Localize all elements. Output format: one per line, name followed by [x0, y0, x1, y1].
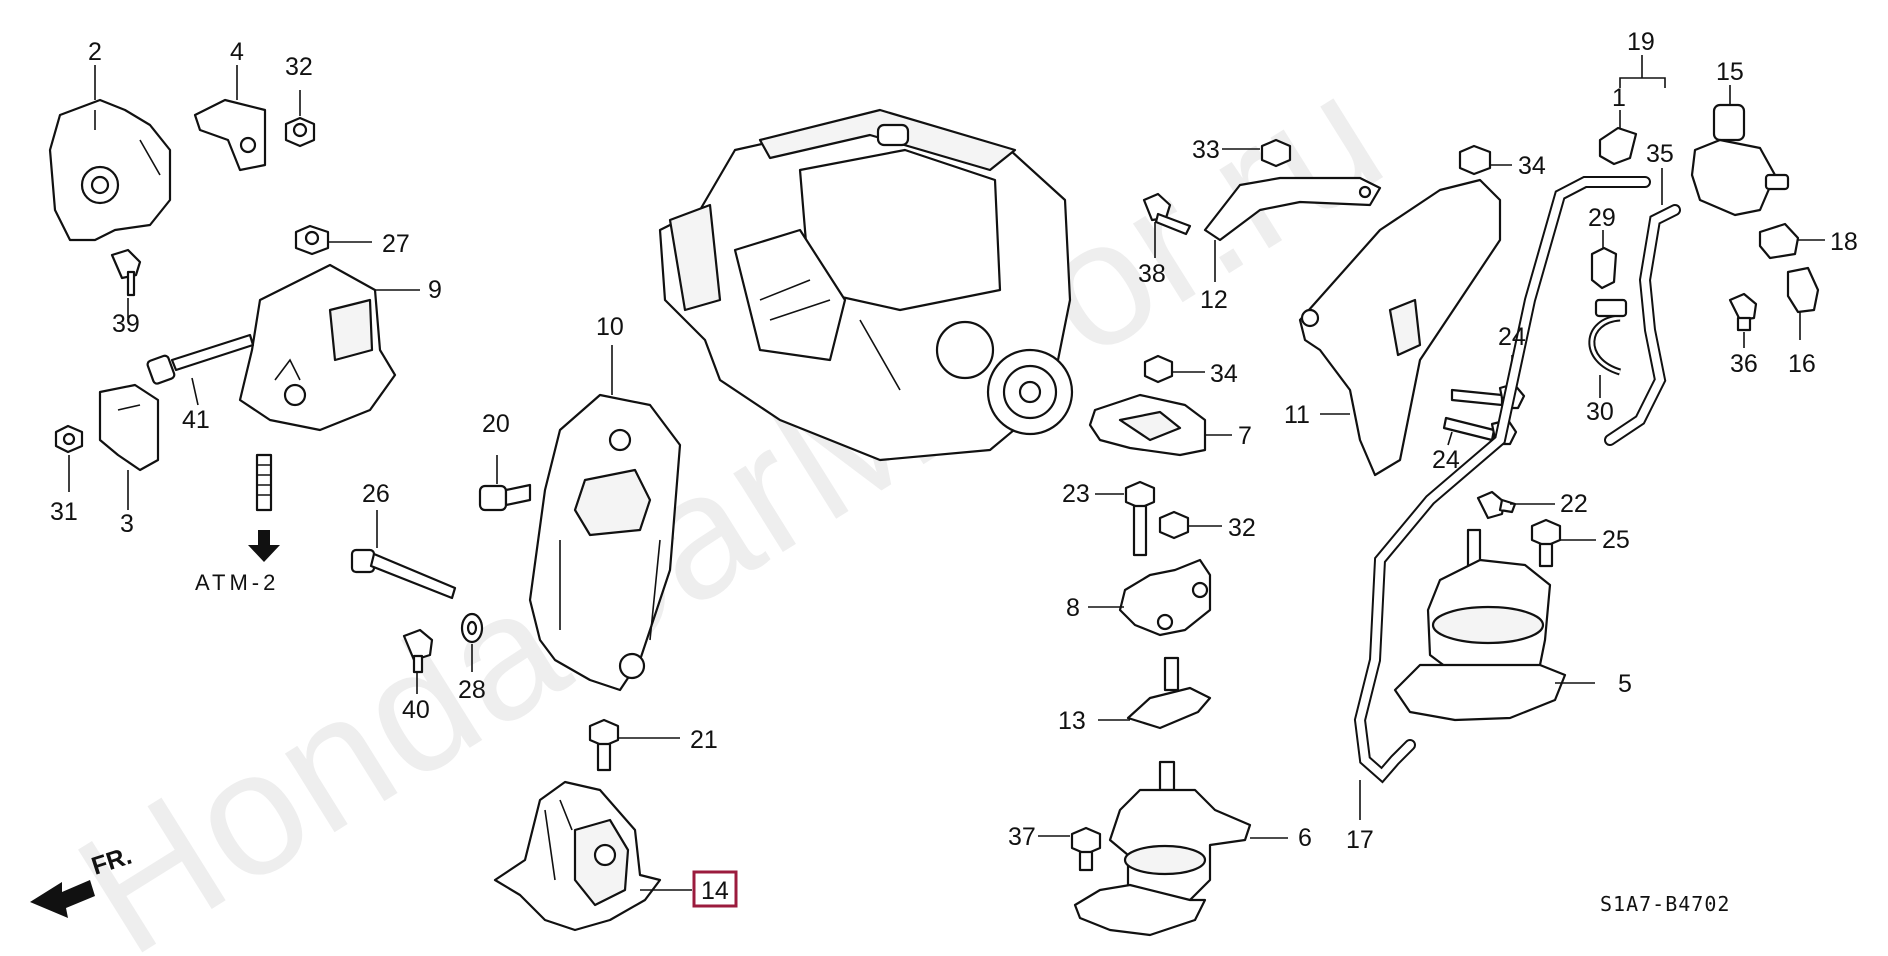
part-30-clamp[interactable]	[1588, 298, 1628, 376]
part-23-bolt[interactable]	[1124, 480, 1156, 557]
label-part-14[interactable]: 14	[701, 877, 729, 905]
label-part-29[interactable]: 29	[1588, 204, 1616, 232]
label-part-39[interactable]: 39	[112, 310, 140, 338]
label-part-6[interactable]: 6	[1298, 824, 1312, 852]
part-32-nut-center[interactable]	[1158, 510, 1190, 540]
part-16-bracket[interactable]	[1786, 266, 1820, 314]
label-part-1[interactable]: 1	[1612, 84, 1626, 112]
label-part-12[interactable]: 12	[1200, 286, 1228, 314]
part-10-bracket[interactable]	[528, 393, 682, 692]
part-29-clip[interactable]	[1590, 246, 1618, 290]
label-part-25[interactable]: 25	[1602, 526, 1630, 554]
label-part-19[interactable]: 19	[1627, 28, 1655, 56]
part-6-mount[interactable]	[1073, 760, 1252, 937]
down-arrow-icon	[248, 530, 280, 562]
part-41-bolt[interactable]	[146, 333, 255, 385]
part-36-bolt[interactable]	[1728, 292, 1758, 332]
part-8-bracket[interactable]	[1118, 558, 1212, 637]
label-part-24-upper[interactable]: 24	[1498, 323, 1526, 351]
part-7-bracket[interactable]	[1088, 393, 1207, 457]
part-4-bracket[interactable]	[193, 98, 267, 172]
part-27-nut[interactable]	[294, 224, 330, 256]
label-part-21[interactable]: 21	[690, 726, 718, 754]
label-part-7[interactable]: 7	[1238, 422, 1252, 450]
part-40-bolt[interactable]	[402, 628, 434, 674]
label-part-3[interactable]: 3	[120, 510, 134, 538]
part-15-valve[interactable]	[1690, 103, 1790, 217]
label-part-10[interactable]: 10	[596, 313, 624, 341]
label-part-4[interactable]: 4	[230, 38, 244, 66]
part-32-nut[interactable]	[284, 116, 316, 148]
engine-illustration	[658, 108, 1074, 462]
label-part-22[interactable]: 22	[1560, 490, 1588, 518]
part-9-bracket[interactable]	[238, 263, 397, 432]
label-part-15[interactable]: 15	[1716, 58, 1744, 86]
part-31-nut[interactable]	[54, 424, 84, 454]
part-35-hose[interactable]	[1604, 204, 1681, 446]
part-11-bracket[interactable]	[1298, 178, 1502, 477]
stud-bolt	[255, 453, 273, 512]
part-21-bolt[interactable]	[588, 718, 620, 772]
part-17-hose[interactable]	[1353, 176, 1651, 784]
label-part-32-center[interactable]: 32	[1228, 514, 1256, 542]
label-part-26[interactable]: 26	[362, 480, 390, 508]
label-part-36[interactable]: 36	[1730, 350, 1758, 378]
part-26-bolt[interactable]	[350, 548, 457, 600]
label-part-18[interactable]: 18	[1830, 228, 1858, 256]
label-part-16[interactable]: 16	[1788, 350, 1816, 378]
part-39-bolt[interactable]	[110, 248, 142, 297]
part-28-washer[interactable]	[460, 612, 484, 644]
part-2-bracket[interactable]	[48, 98, 172, 242]
label-part-27[interactable]: 27	[382, 230, 410, 258]
label-part-34-top[interactable]: 34	[1518, 152, 1546, 180]
atm-reference-label[interactable]: ATM-2	[195, 570, 279, 595]
label-part-23[interactable]: 23	[1062, 480, 1090, 508]
part-1-clip[interactable]	[1598, 126, 1638, 166]
part-labels: 2 4 32 27 9 39 41 31 3 10 20 26 40 28 21…	[50, 28, 1858, 905]
part-12-stay[interactable]	[1203, 176, 1382, 242]
part-14-mount[interactable]	[493, 780, 662, 932]
label-part-34-center[interactable]: 34	[1210, 360, 1238, 388]
part-20-bolt[interactable]	[478, 483, 532, 512]
part-33-nut[interactable]	[1260, 138, 1292, 168]
part-5-mount[interactable]	[1393, 528, 1567, 722]
label-part-24-lower[interactable]: 24	[1432, 446, 1460, 474]
label-part-5[interactable]: 5	[1618, 670, 1632, 698]
part-19-callout	[1619, 55, 1666, 88]
part-22-bolt[interactable]	[1476, 490, 1517, 520]
part-25-bolt[interactable]	[1530, 518, 1562, 568]
part-34-nut-top[interactable]	[1458, 144, 1492, 176]
label-part-13[interactable]: 13	[1058, 707, 1086, 735]
label-part-17[interactable]: 17	[1346, 826, 1374, 854]
front-direction-arrow-icon	[30, 880, 95, 918]
label-part-2[interactable]: 2	[88, 38, 102, 66]
label-part-32-left[interactable]: 32	[285, 53, 313, 81]
label-part-41[interactable]: 41	[182, 406, 210, 434]
label-part-28[interactable]: 28	[458, 676, 486, 704]
label-part-11[interactable]: 11	[1284, 401, 1310, 429]
label-part-33[interactable]: 33	[1192, 136, 1220, 164]
label-part-9[interactable]: 9	[428, 276, 442, 304]
part-14-highlight-box	[692, 870, 738, 908]
diagram-code: S1A7-B4702	[1600, 892, 1730, 916]
label-part-35[interactable]: 35	[1646, 140, 1674, 168]
label-part-20[interactable]: 20	[482, 410, 510, 438]
label-part-37[interactable]: 37	[1008, 823, 1036, 851]
label-part-30[interactable]: 30	[1586, 398, 1614, 426]
part-37-bolt[interactable]	[1070, 826, 1102, 872]
label-part-31[interactable]: 31	[50, 498, 78, 526]
label-part-38[interactable]: 38	[1138, 260, 1166, 288]
part-34-nut-center[interactable]	[1143, 354, 1174, 384]
part-38-bolt[interactable]	[1142, 192, 1192, 236]
label-part-8[interactable]: 8	[1066, 594, 1080, 622]
part-13-plate[interactable]	[1126, 656, 1212, 730]
label-part-40[interactable]: 40	[402, 696, 430, 724]
part-18-cap[interactable]	[1758, 222, 1800, 260]
part-3-spacer[interactable]	[98, 383, 160, 472]
